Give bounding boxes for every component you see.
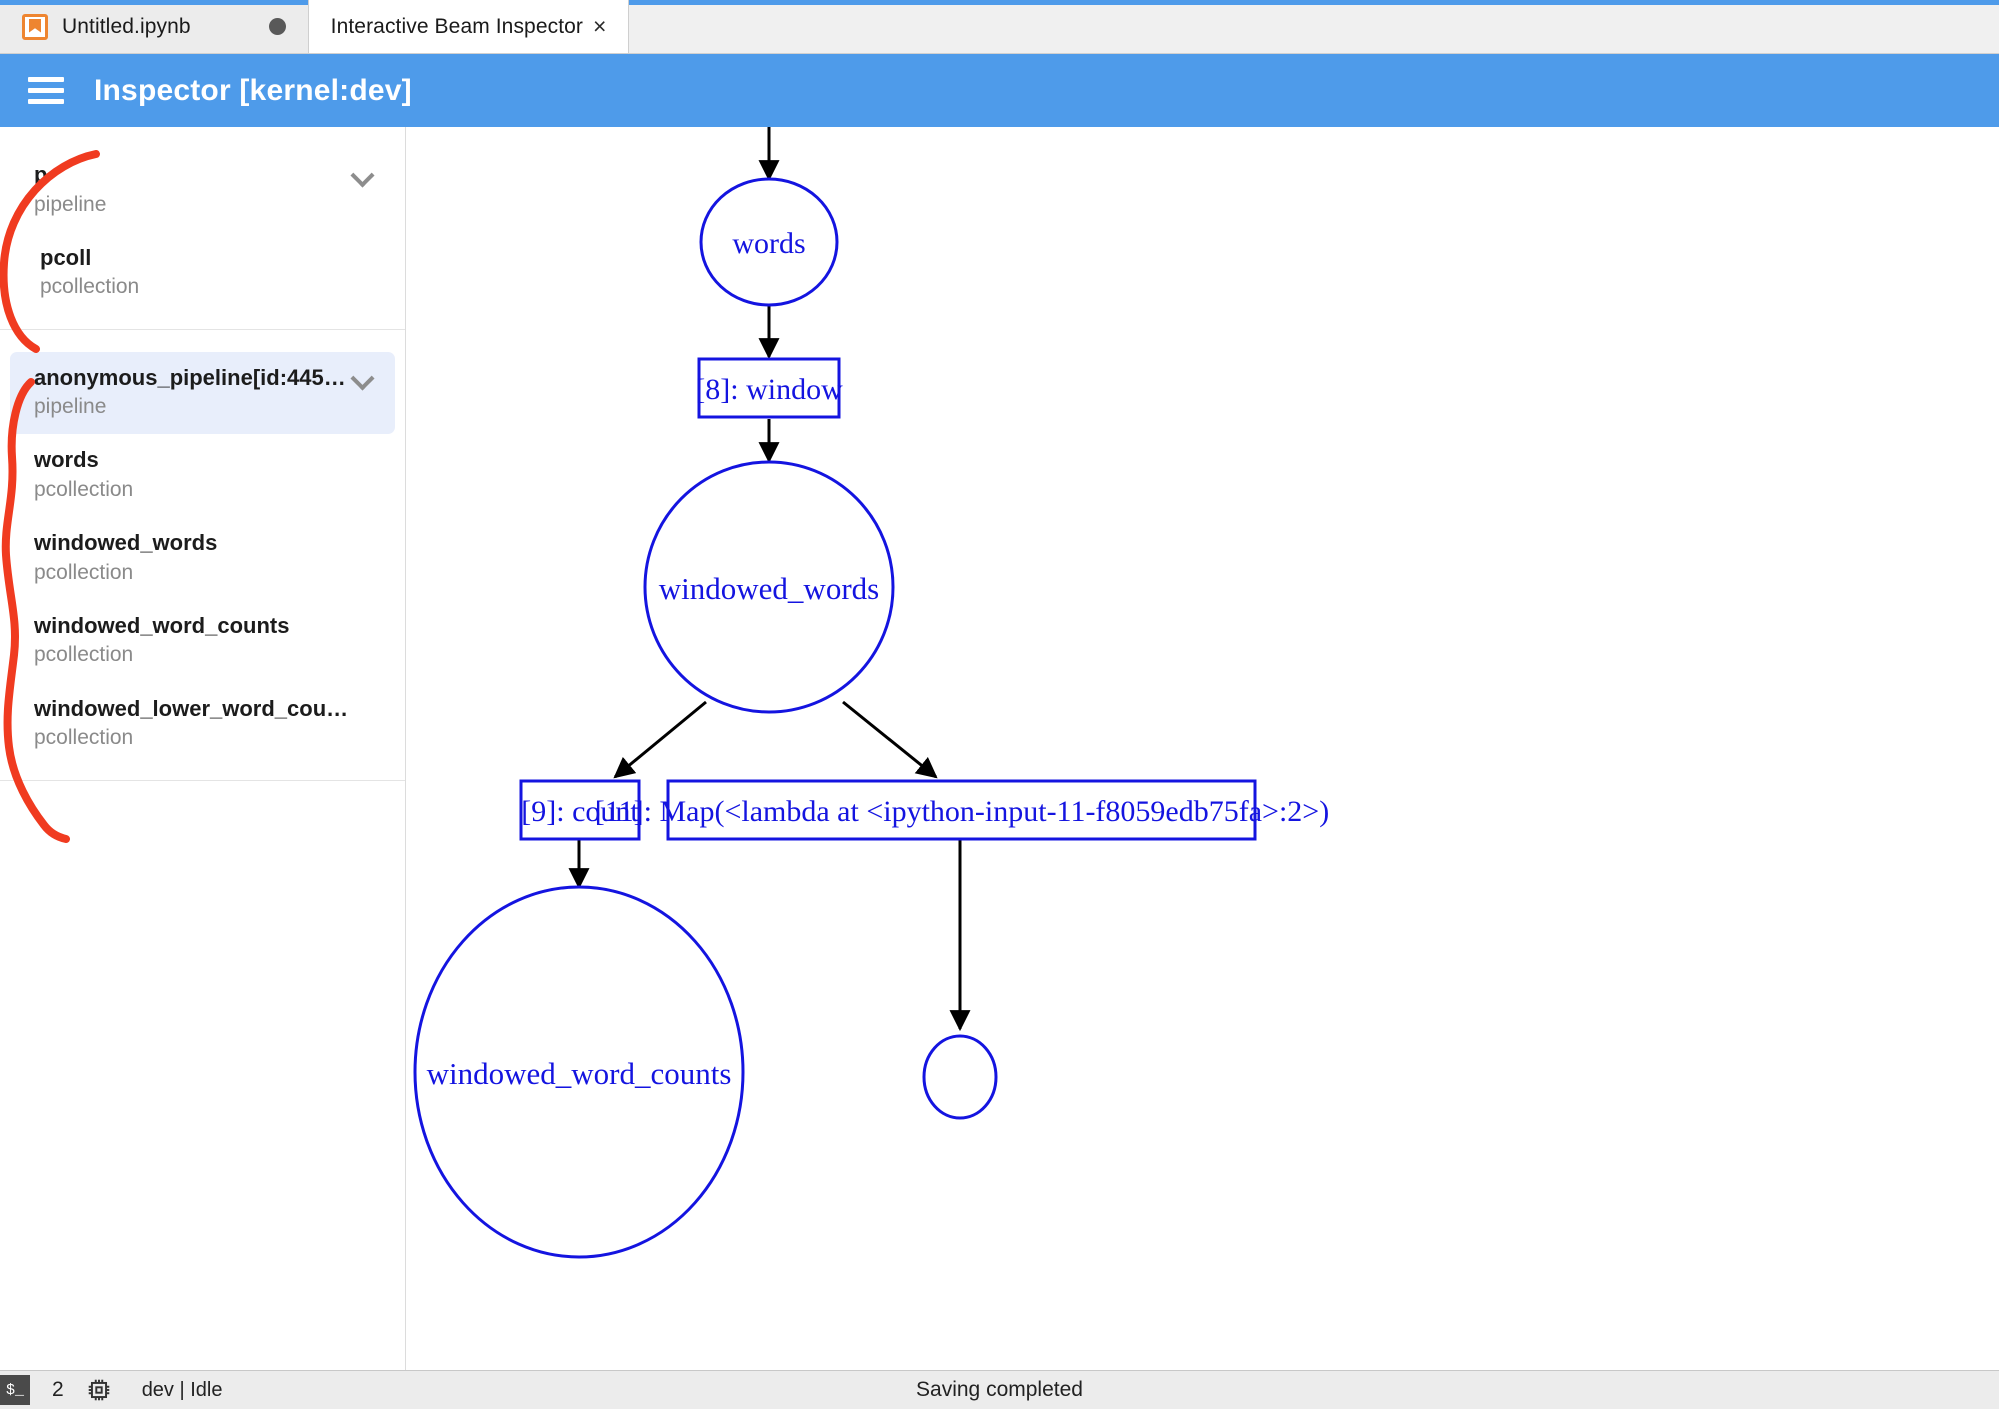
- tab-label: Interactive Beam Inspector: [330, 14, 584, 38]
- sidebar-item-type: pipeline: [34, 192, 107, 216]
- chevron-down-icon[interactable]: [353, 167, 375, 179]
- chip-icon-glyph: [88, 1379, 109, 1401]
- sidebar-item-name: windowed_words: [34, 530, 218, 556]
- graph-node-map-lambda[interactable]: [11]: Map(<lambda at <ipython-input-11-f…: [595, 779, 1329, 841]
- tab-interactive-beam-inspector[interactable]: Interactive Beam Inspector ×: [308, 0, 630, 53]
- status-bar: $_ 2 dev | Idle Saving completed: [0, 1370, 1999, 1409]
- pipeline-group-p: p pipeline pcoll pcollection: [0, 127, 405, 330]
- sidebar-item-type: pcollection: [40, 275, 140, 299]
- graph-node-words[interactable]: words: [699, 177, 839, 307]
- sidebar-item-name: pcoll: [40, 244, 92, 270]
- chip-icon[interactable]: [86, 1377, 112, 1403]
- sidebar-item-windowed-word-counts[interactable]: windowed_word_counts pcollection: [10, 600, 395, 683]
- graph-node-count[interactable]: [9]: count: [519, 779, 641, 841]
- hamburger-icon[interactable]: [28, 77, 64, 104]
- tab-label: Untitled.ipynb: [62, 14, 191, 38]
- inspector-body: p pipeline pcoll pcollection anonymous_p…: [0, 127, 1999, 1370]
- inspectables-sidebar: p pipeline pcoll pcollection anonymous_p…: [0, 127, 406, 1370]
- sidebar-item-anonymous-pipeline[interactable]: anonymous_pipeline[id:44516… pipeline: [10, 351, 395, 435]
- sidebar-item-name: p: [34, 162, 48, 187]
- node-shape-rect: [697, 357, 841, 419]
- sidebar-item-name: windowed_lower_word_counts: [34, 695, 351, 721]
- terminal-icon[interactable]: $_: [0, 1375, 30, 1405]
- sidebar-item-type: pcollection: [34, 643, 134, 667]
- tab-untitled-ipynb[interactable]: Untitled.ipynb: [0, 0, 309, 53]
- inspector-header: Inspector [kernel:dev]: [0, 54, 1999, 127]
- graph-edges: [568, 127, 971, 1032]
- node-label: [9]: count: [521, 795, 639, 828]
- pipeline-dag: words [8]: window windowed_words [9]: co…: [413, 127, 1329, 1259]
- tab-bar-empty-space: [629, 0, 1999, 53]
- node-shape-rect: [519, 779, 641, 841]
- node-shape-ellipse: [413, 885, 745, 1259]
- node-shape-rect: [666, 779, 1257, 841]
- graph-node-unnamed[interactable]: [922, 1034, 998, 1120]
- sidebar-item-type: pipeline: [34, 395, 107, 419]
- terminal-count: 2: [52, 1378, 64, 1401]
- node-label: [8]: window: [695, 373, 843, 406]
- sidebar-item-type: pcollection: [34, 477, 134, 501]
- node-label: windowed_word_counts: [427, 1056, 732, 1091]
- page-title: Inspector [kernel:dev]: [94, 73, 412, 107]
- node-label: [11]: Map(<lambda at <ipython-input-11-f…: [595, 795, 1329, 828]
- node-shape-ellipse: [699, 177, 839, 307]
- node-label: words: [732, 227, 805, 260]
- node-shape-ellipse: [643, 460, 895, 714]
- chevron-down-icon[interactable]: [353, 370, 375, 382]
- notebook-icon: [22, 13, 48, 40]
- graph-node-windowed-words[interactable]: windowed_words: [643, 460, 895, 714]
- sidebar-item-words[interactable]: words pcollection: [10, 434, 395, 517]
- sidebar-item-windowed-lower-word-counts[interactable]: windowed_lower_word_counts pcollection: [10, 683, 395, 766]
- sidebar-item-name: anonymous_pipeline[id:44516…: [34, 364, 351, 390]
- sidebar-item-type: pcollection: [34, 560, 134, 584]
- kernel-status[interactable]: dev | Idle: [141, 1378, 223, 1401]
- edge-windowed-words-to-map: [842, 700, 938, 779]
- unsaved-changes-dot-icon[interactable]: [268, 18, 286, 35]
- tab-bar: Untitled.ipynb Interactive Beam Inspecto…: [0, 0, 1999, 54]
- sidebar-item-p[interactable]: p pipeline: [10, 149, 395, 232]
- status-message: Saving completed: [916, 1378, 1083, 1401]
- sidebar-item-name: words: [34, 447, 99, 473]
- node-shape-ellipse: [922, 1034, 998, 1120]
- close-icon[interactable]: ×: [593, 13, 607, 39]
- edge-windowed-words-to-count: [613, 700, 707, 779]
- pipeline-graph-canvas[interactable]: words [8]: window windowed_words [9]: co…: [406, 127, 1999, 1370]
- sidebar-item-windowed-words[interactable]: windowed_words pcollection: [10, 517, 395, 600]
- node-label: windowed_words: [659, 571, 879, 606]
- sidebar-item-type: pcollection: [34, 726, 134, 750]
- sidebar-item-name: windowed_word_counts: [34, 612, 290, 638]
- graph-node-windowed-word-counts[interactable]: windowed_word_counts: [413, 885, 745, 1259]
- sidebar-item-pcoll[interactable]: pcoll pcollection: [10, 232, 395, 315]
- pipeline-group-anonymous: anonymous_pipeline[id:44516… pipeline wo…: [0, 330, 405, 781]
- graph-node-window[interactable]: [8]: window: [695, 357, 843, 419]
